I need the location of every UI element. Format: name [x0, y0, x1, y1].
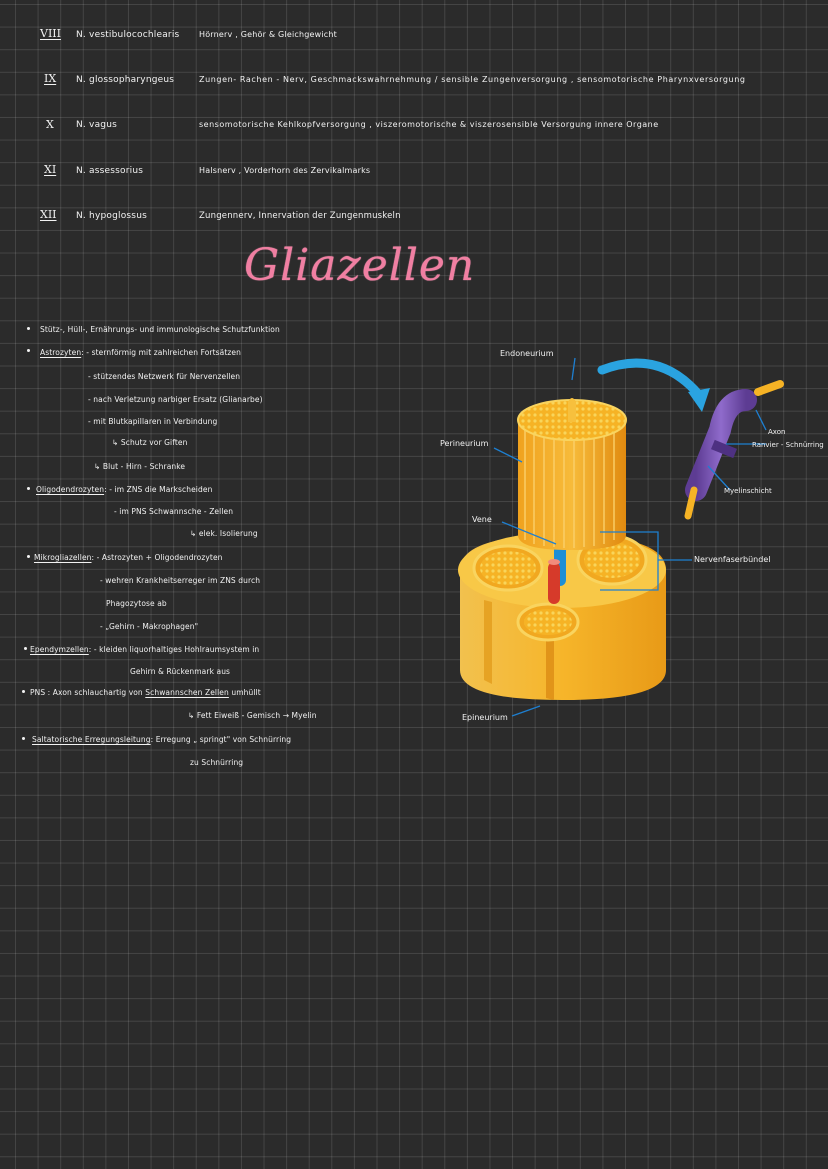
bullet: [24, 647, 27, 650]
astrozyten-line: Astrozyten: - sternförmig mit zahlreiche…: [40, 348, 241, 357]
bullet: [27, 327, 30, 330]
nerve-anatomy-diagram: Endoneurium Perineurium Vene Nervenfaser…: [440, 349, 824, 722]
label-nervenfaserbuendel: Nervenfaserbündel: [694, 555, 770, 564]
schwann-cells-underlined: Schwannschen Zellen: [145, 688, 229, 697]
note-line: - im PNS Schwannsche - Zellen: [114, 507, 234, 516]
nerve-number: X: [46, 118, 54, 131]
nerve-number: XI: [44, 163, 57, 176]
label-epineurium: Epineurium: [462, 713, 508, 722]
oligodendrozyten-heading: Oligodendrozyten: [36, 485, 105, 494]
page-title: Gliazellen: [244, 240, 476, 291]
note-line: ↳ Fett Eiweiß - Gemisch → Myelin: [188, 711, 317, 720]
note-line: : - Astrozyten + Oligodendrozyten: [91, 553, 223, 562]
nerve-name: N. hypoglossus: [76, 211, 147, 221]
label-axon: Axon: [768, 428, 785, 436]
note-line: : - kleiden liquorhaltiges Hohlraumsyste…: [88, 645, 260, 654]
myelinated-axon: [684, 380, 784, 520]
saltatorisch-line: Saltatorische Erregungsleitung: Erregung…: [32, 735, 291, 744]
note-line: - wehren Krankheitserreger im ZNS durch: [100, 576, 261, 585]
note-line: - „Gehirn - Makrophagen": [100, 622, 199, 631]
mikroglia-heading: Mikrogliazellen: [34, 553, 92, 562]
mikroglia-line: Mikrogliazellen: - Astrozyten + Oligoden…: [34, 553, 223, 562]
label-endoneurium: Endoneurium: [500, 349, 554, 358]
bullet: [22, 737, 25, 740]
nerve-description: Halsnerv , Vorderhorn des Zervikalmarks: [199, 166, 371, 175]
note-line: ↳ Blut - Hirn - Schranke: [94, 462, 186, 471]
bullet: [27, 555, 30, 558]
note-line: Phagozytose ab: [106, 599, 167, 608]
note-line: : - im ZNS die Markscheiden: [104, 485, 213, 494]
nerve-name: N. assessorius: [76, 166, 144, 176]
label-myelinschicht: Myelinschicht: [724, 487, 772, 495]
pns-line: PNS : Axon schlauchartig von Schwannsche…: [30, 688, 261, 697]
oligodendrozyten-line: Oligodendrozyten: - im ZNS die Markschei…: [36, 485, 212, 494]
note-line: PNS : Axon schlauchartig von: [30, 688, 143, 697]
note-line: umhüllt: [231, 688, 261, 697]
note-line: : - sternförmig mit zahlreichen Fortsätz…: [81, 348, 241, 357]
note-line: zu Schnürring: [190, 758, 244, 767]
note-line: ↳ Schutz vor Giften: [112, 438, 188, 447]
bullet: [27, 349, 30, 352]
nerve-name: N. vestibulocochlearis: [76, 30, 180, 40]
label-ranvier: Ranvier - Schnürring: [752, 441, 824, 449]
arrow-head: [688, 388, 710, 412]
leader-lines: [493, 357, 767, 717]
ependym-line: Ependymzellen: - kleiden liquorhaltiges …: [30, 645, 259, 654]
note-line: Stütz-, Hüll-, Ernährungs- und immunolog…: [40, 325, 280, 334]
note-line: : Erregung „ springt" von Schnürring: [150, 735, 292, 744]
bullet: [22, 690, 25, 693]
note-line: Gehirn & Rückenmark aus: [130, 667, 231, 676]
perineurium-shape: [517, 398, 627, 550]
nerve-number: XII: [40, 208, 57, 221]
note-line: ↳ elek. Isolierung: [190, 529, 258, 538]
saltatorisch-heading: Saltatorische Erregungsleitung: [32, 735, 151, 744]
nerve-description: Zungennerv, Innervation der Zungenmuskel…: [199, 211, 401, 221]
nerve-name: N. vagus: [76, 120, 118, 130]
nerve-number: VIII: [40, 27, 61, 40]
label-vene: Vene: [472, 515, 492, 524]
nerve-number: IX: [44, 72, 57, 85]
astrozyten-heading: Astrozyten: [40, 348, 82, 357]
label-perineurium: Perineurium: [440, 439, 489, 448]
nerve-description: sensomotorische Kehlkopfversorgung , vis…: [199, 120, 659, 129]
zoom-arrow: [597, 358, 705, 401]
note-line: - mit Blutkapillaren in Verbindung: [88, 417, 218, 426]
nerve-description: Hörnerv , Gehör & Gleichgewicht: [199, 30, 338, 39]
ependym-heading: Ependymzellen: [30, 645, 89, 654]
note-line: - stützendes Netzwerk für Nervenzellen: [88, 372, 241, 381]
nerve-description: Zungen- Rachen - Nerv, Geschmackswahrneh…: [199, 75, 746, 84]
bullet: [27, 487, 30, 490]
note-line: - nach Verletzung narbiger Ersatz (Glian…: [88, 395, 263, 404]
nerve-name: N. glossopharyngeus: [76, 75, 175, 85]
